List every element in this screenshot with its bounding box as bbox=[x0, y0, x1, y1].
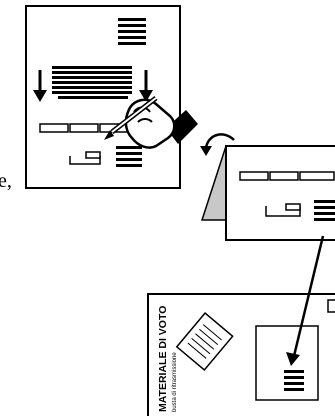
hand-with-pen-icon bbox=[104, 96, 198, 149]
ballot-stamp-box bbox=[69, 156, 101, 165]
ballot-text-block bbox=[52, 66, 132, 99]
ballot-header-lines bbox=[118, 18, 146, 45]
ballot-footer-lines bbox=[116, 146, 142, 167]
fold-arrow-left-icon bbox=[33, 70, 47, 102]
envelope-title: MATERIALE DI VOTO bbox=[157, 306, 169, 412]
envelope-window bbox=[255, 325, 319, 401]
return-envelope: MATERIALE DI VOTO busta di ritrasmission… bbox=[147, 293, 335, 416]
fold-arrow-right-icon bbox=[139, 70, 153, 102]
envelope-window-lines bbox=[284, 370, 304, 391]
envelope-slip bbox=[175, 312, 234, 372]
side-text-fragment: e, bbox=[0, 170, 12, 192]
rotate-arrow-icon bbox=[200, 133, 235, 156]
envelope-subtitle: busta di ritrasmissione bbox=[172, 352, 178, 412]
insert-arrow-icon bbox=[286, 235, 325, 366]
ballot-sheet bbox=[25, 5, 181, 189]
folded-ballot bbox=[200, 145, 335, 241]
